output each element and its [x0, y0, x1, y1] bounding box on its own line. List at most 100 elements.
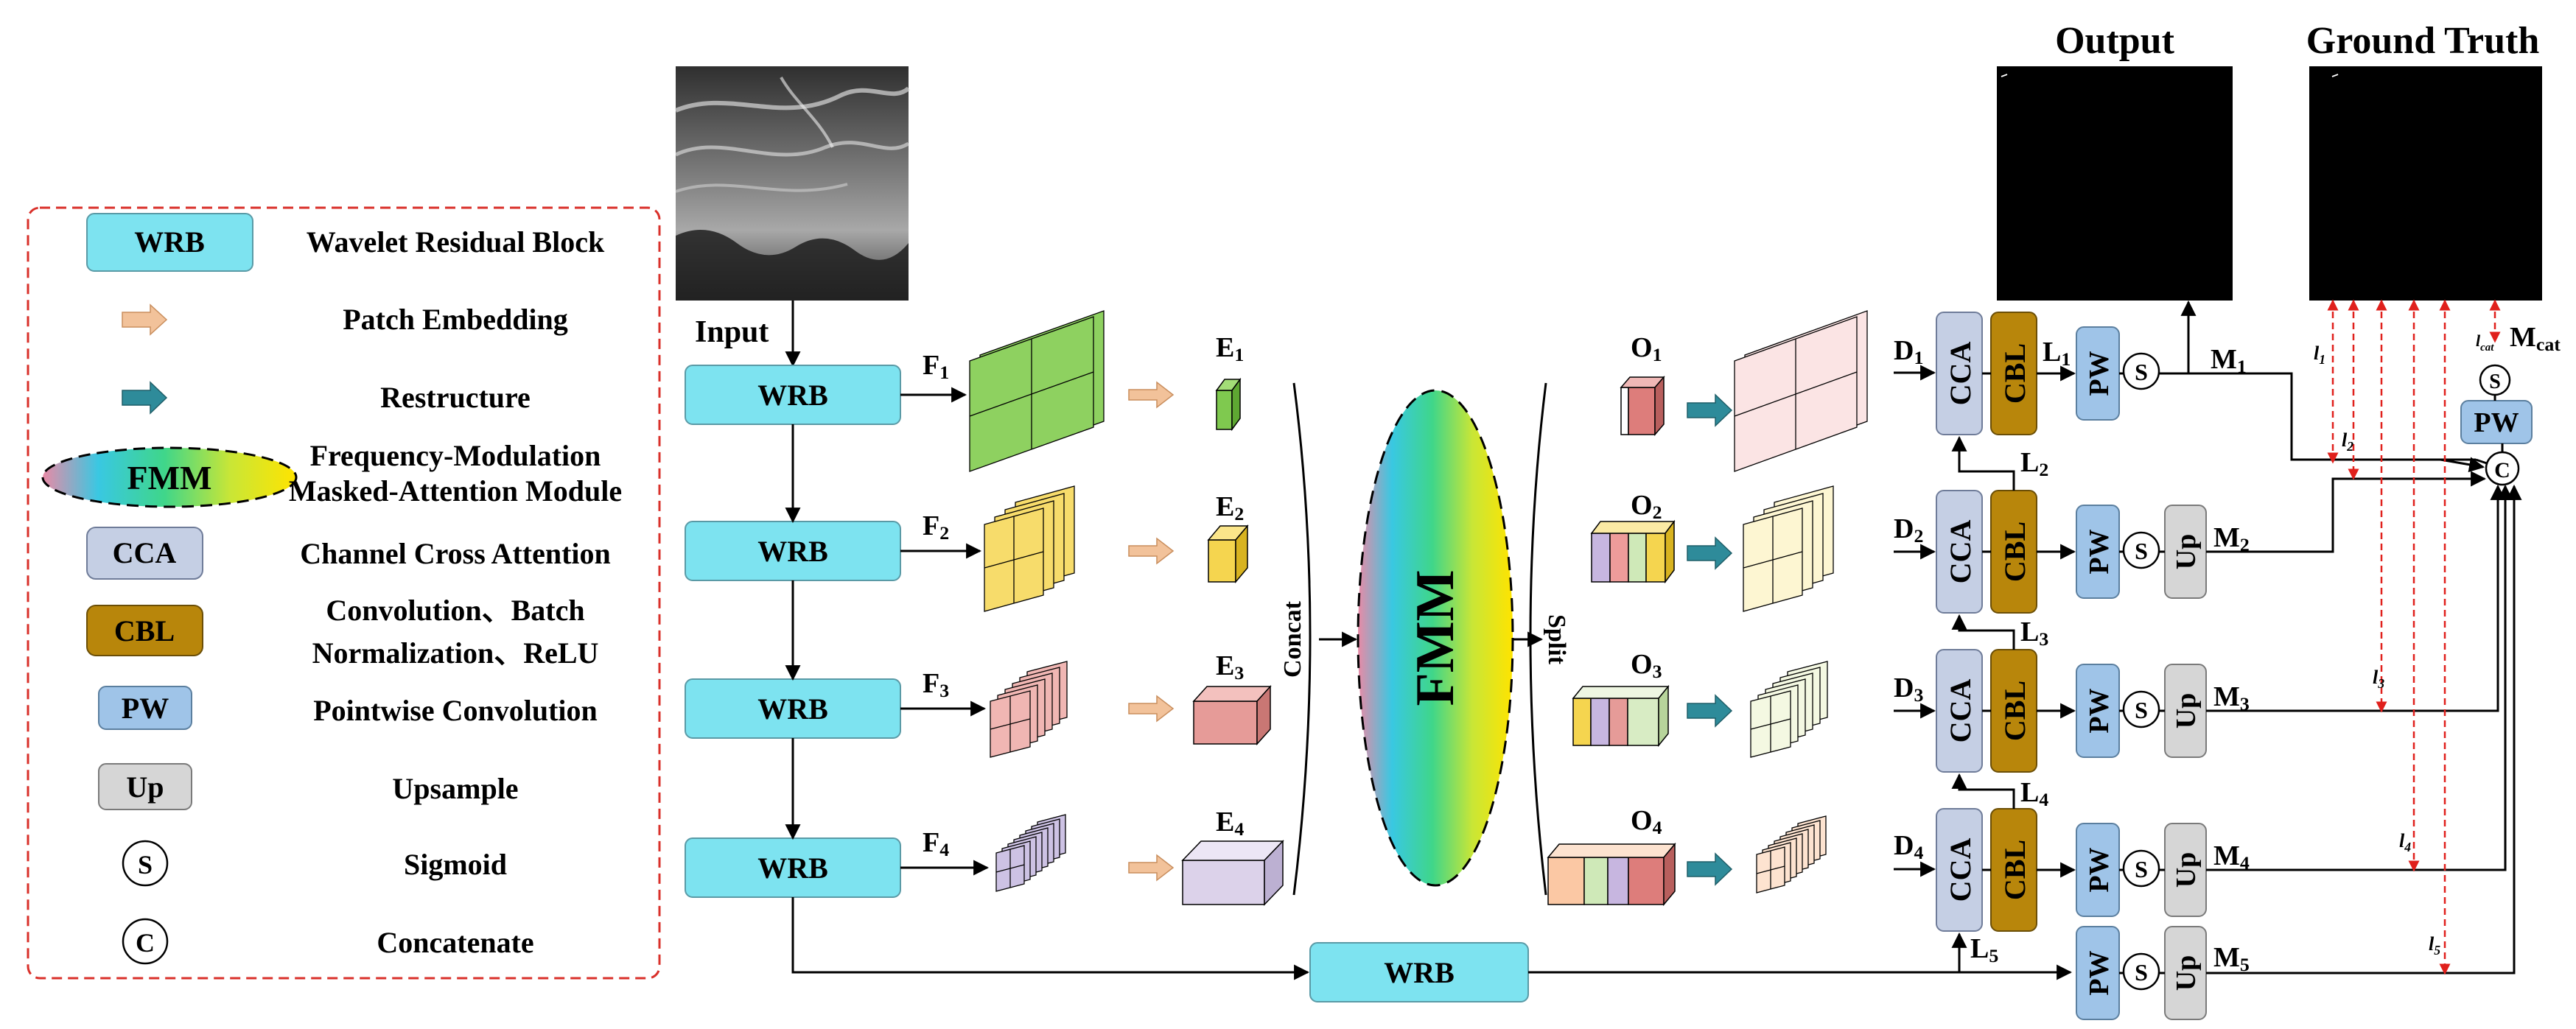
m1-label: M1 — [2211, 344, 2247, 377]
svg-text:Up: Up — [2171, 693, 2202, 729]
loss-arrows — [2327, 299, 2501, 975]
legend-item-up: Up Upsample — [98, 763, 519, 810]
sigmoid-2: S — [2122, 531, 2160, 569]
patch-embedding-arrow-icon — [122, 303, 168, 336]
svg-text:CBL: CBL — [1998, 840, 2031, 900]
legend-sigmoid-symbol-label: S — [138, 850, 153, 879]
legend-cca-desc: Channel Cross Attention — [300, 537, 611, 570]
f2-label: F2 — [923, 510, 949, 544]
d1-feature-map — [1734, 310, 1868, 472]
svg-text:WRB: WRB — [757, 535, 828, 568]
cbl-block-1: CBL — [1990, 312, 2037, 435]
svg-text:Up: Up — [2171, 852, 2202, 888]
pw-block-4: PW — [2076, 823, 2120, 917]
up-block-2: Up — [2164, 505, 2207, 599]
cca-block-1: CCA — [1936, 312, 1983, 435]
legend-fmm-desc-line1: Frequency-Modulation — [310, 439, 601, 472]
pw-block-3: PW — [2076, 664, 2120, 758]
svg-text:CBL: CBL — [1998, 521, 2031, 582]
legend-item-restructure: Restructure — [122, 381, 531, 415]
output-section: Output Ground Truth — [1997, 20, 2542, 301]
legend-concatenate-symbol — [122, 918, 169, 965]
legend-patch-embedding-desc: Patch Embedding — [343, 303, 568, 336]
svg-text:PW: PW — [2084, 529, 2115, 574]
svg-text:C: C — [2494, 458, 2510, 482]
f2-feature-map — [984, 485, 1075, 612]
split-label: Split — [1543, 614, 1570, 665]
fmm-module: FMM — [1357, 389, 1514, 887]
e1-cube — [1215, 377, 1242, 432]
wrb-block-4: WRB — [685, 837, 901, 898]
d4-label: D4 — [1894, 830, 1923, 863]
legend-cbl-symbol-label: CBL — [114, 614, 175, 647]
cca-block-2: CCA — [1936, 490, 1983, 614]
ground-truth-image — [2309, 66, 2542, 301]
input-label: Input — [695, 315, 769, 349]
l5-label: L5 — [1970, 933, 1998, 966]
legend-pw-symbol — [98, 686, 192, 730]
wrb-block-1: WRB — [685, 365, 901, 425]
patch-arrow-1 — [1128, 381, 1175, 409]
svg-text:Up: Up — [2171, 955, 2202, 991]
o-blocks: O1 O2 O3 O4 — [1547, 332, 1733, 907]
legend-cbl-symbol — [86, 605, 203, 656]
wrb-block-2: WRB — [685, 521, 901, 581]
d2-label: D2 — [1894, 513, 1923, 547]
e3-cube — [1192, 685, 1272, 745]
legend-up-symbol-label: Up — [126, 770, 164, 804]
concat-bracket — [1292, 382, 1312, 896]
legend-pw-symbol-label: PW — [122, 692, 169, 725]
up-block-3: Up — [2164, 664, 2207, 758]
m2-label: M2 — [2213, 522, 2250, 555]
patch-arrow-3 — [1128, 695, 1175, 723]
patch-arrow-2 — [1128, 537, 1175, 565]
l1-loss-label: l1 — [2314, 343, 2325, 367]
decoder: D1 D2 D3 D4 CCA CCA CCA CCA CBL CBL — [1894, 300, 2522, 1020]
legend-item-wrb: WRB Wavelet Residual Block — [86, 213, 605, 272]
legend-cca-symbol — [86, 527, 203, 580]
cbl-block-4: CBL — [1990, 808, 2037, 932]
f3-feature-map — [990, 661, 1068, 758]
legend-item-concatenate: C Concatenate — [122, 918, 534, 965]
d2-feature-map — [1743, 485, 1834, 612]
legend-restructure-desc: Restructure — [380, 381, 531, 414]
d4-feature-map — [1756, 815, 1827, 893]
svg-text:WRB: WRB — [757, 692, 828, 726]
legend-sigmoid-symbol — [122, 840, 169, 887]
legend-item-pw: PW Pointwise Convolution — [98, 686, 598, 730]
input-section: Input WRB WRB WRB WRB F1 F2 F3 — [674, 66, 1310, 980]
legend-item-sigmoid: S Sigmoid — [122, 840, 507, 887]
l2-label: L2 — [2020, 447, 2048, 480]
m4-label: M4 — [2213, 840, 2250, 874]
legend-concatenate-symbol-label: C — [136, 928, 155, 958]
legend-item-fmm: FMM Frequency-Modulation Masked-Attentio… — [41, 439, 622, 508]
legend-up-desc: Upsample — [392, 772, 518, 805]
l3-label: L3 — [2020, 617, 2048, 650]
l4-label: L4 — [2020, 777, 2048, 810]
f3-label: F3 — [923, 668, 949, 701]
restructure-arrow-3 — [1687, 694, 1733, 728]
svg-text:WRB: WRB — [757, 379, 828, 412]
ground-truth-title: Ground Truth — [2306, 20, 2540, 62]
legend-item-patch-embedding: Patch Embedding — [122, 303, 568, 336]
o4-block — [1547, 842, 1676, 907]
svg-text:CCA: CCA — [1944, 520, 1977, 584]
o3-label: O3 — [1631, 649, 1662, 682]
split-bracket — [1529, 382, 1547, 896]
concat-label: Concat — [1279, 600, 1306, 678]
svg-text:S: S — [2135, 359, 2148, 385]
e2-label: E2 — [1216, 491, 1244, 524]
fmm-section: Concat FMM Split — [1279, 382, 1570, 896]
cbl-block-3: CBL — [1990, 649, 2037, 773]
svg-text:Up: Up — [2171, 534, 2202, 570]
legend-border — [27, 206, 661, 980]
svg-text:PW: PW — [2084, 950, 2115, 995]
sigmoid-3: S — [2122, 690, 2160, 728]
legend-concatenate-desc: Concatenate — [377, 926, 533, 959]
feature-stacks — [969, 310, 1868, 893]
legend-item-cbl: CBL Convolution、Batch Normalization、ReLU — [86, 594, 598, 670]
svg-text:S: S — [2135, 697, 2148, 723]
final-pw-block: PW — [2460, 400, 2533, 444]
e3-label: E3 — [1216, 650, 1244, 684]
svg-text:PW: PW — [2084, 847, 2115, 892]
